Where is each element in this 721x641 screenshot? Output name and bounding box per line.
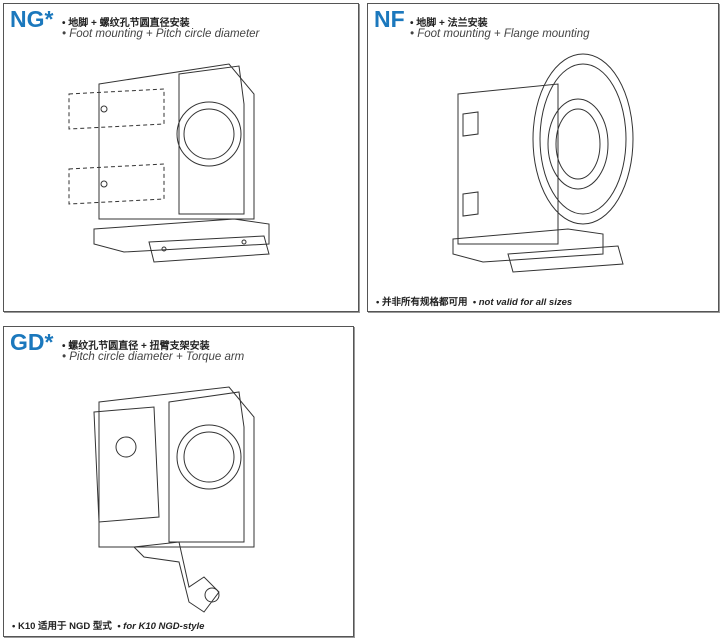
gd-description-cn: • 螺纹孔节圆直径 + 扭臂支架安装 <box>62 341 210 352</box>
nf-gearbox-drawing <box>452 53 634 273</box>
nf-note: • 并非所有规格都可用 • not valid for all sizes <box>376 294 572 308</box>
ng-gearbox-drawing <box>68 63 270 263</box>
panel-ng: NG* • 地脚 + 螺纹孔节圆直径安装 • Foot mounting + P… <box>3 3 359 312</box>
nf-note-cn: • 并非所有规格都可用 <box>376 297 468 308</box>
gd-note-cn: • K10 适用于 NGD 型式 <box>12 621 112 632</box>
ng-description-cn: • 地脚 + 螺纹孔节圆直径安装 <box>62 18 190 29</box>
code-gd: GD* <box>10 329 54 355</box>
gd-note-en: • for K10 NGD-style <box>117 621 205 632</box>
ng-description-en: • Foot mounting + Pitch circle diameter <box>62 28 260 40</box>
nf-description-cn: • 地脚 + 法兰安装 <box>410 18 488 29</box>
panel-nf: NF • 地脚 + 法兰安装 • Foot mounting + Flange … <box>367 3 719 312</box>
code-ng: NG* <box>10 6 54 32</box>
code-nf: NF <box>374 6 405 32</box>
gd-gearbox-drawing <box>93 386 255 613</box>
gd-note: • K10 适用于 NGD 型式 • for K10 NGD-style <box>12 618 204 632</box>
panel-gd: GD* • 螺纹孔节圆直径 + 扭臂支架安装 • Pitch circle di… <box>3 326 354 637</box>
gd-description-en: • Pitch circle diameter + Torque arm <box>62 351 245 363</box>
nf-description-en: • Foot mounting + Flange mounting <box>410 28 590 40</box>
nf-note-en: • not valid for all sizes <box>472 297 573 308</box>
